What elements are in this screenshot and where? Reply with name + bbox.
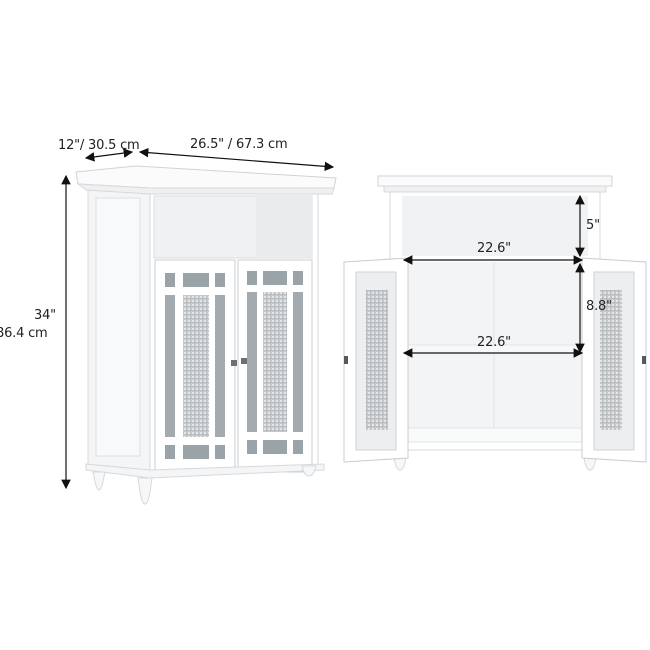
top-opening-height-label: 5"	[586, 218, 600, 233]
height-label-cm: 86.4 cm	[0, 326, 48, 341]
right-cabinet-open-door-right	[581, 257, 647, 463]
left-cabinet-door-right	[237, 259, 313, 473]
lower-shelf-width-label: 22.6"	[477, 335, 511, 350]
door-knob	[231, 360, 237, 366]
upper-shelf-width-label: 22.6"	[477, 241, 511, 256]
left-cabinet	[75, 165, 337, 505]
right-dimension-arrows	[402, 194, 585, 358]
width-label: 26.5" / 67.3 cm	[190, 137, 288, 152]
left-cabinet-door-left	[154, 259, 236, 475]
height-label-inches: 34"	[34, 308, 56, 323]
door-knob	[241, 358, 247, 364]
shelf-spacing-label: 8.8"	[586, 299, 612, 314]
right-cabinet-open-door-left	[343, 257, 409, 463]
left-dimension-arrows	[61, 147, 335, 490]
depth-label: 12"/ 30.5 cm	[58, 138, 140, 153]
right-cabinet	[343, 175, 647, 471]
